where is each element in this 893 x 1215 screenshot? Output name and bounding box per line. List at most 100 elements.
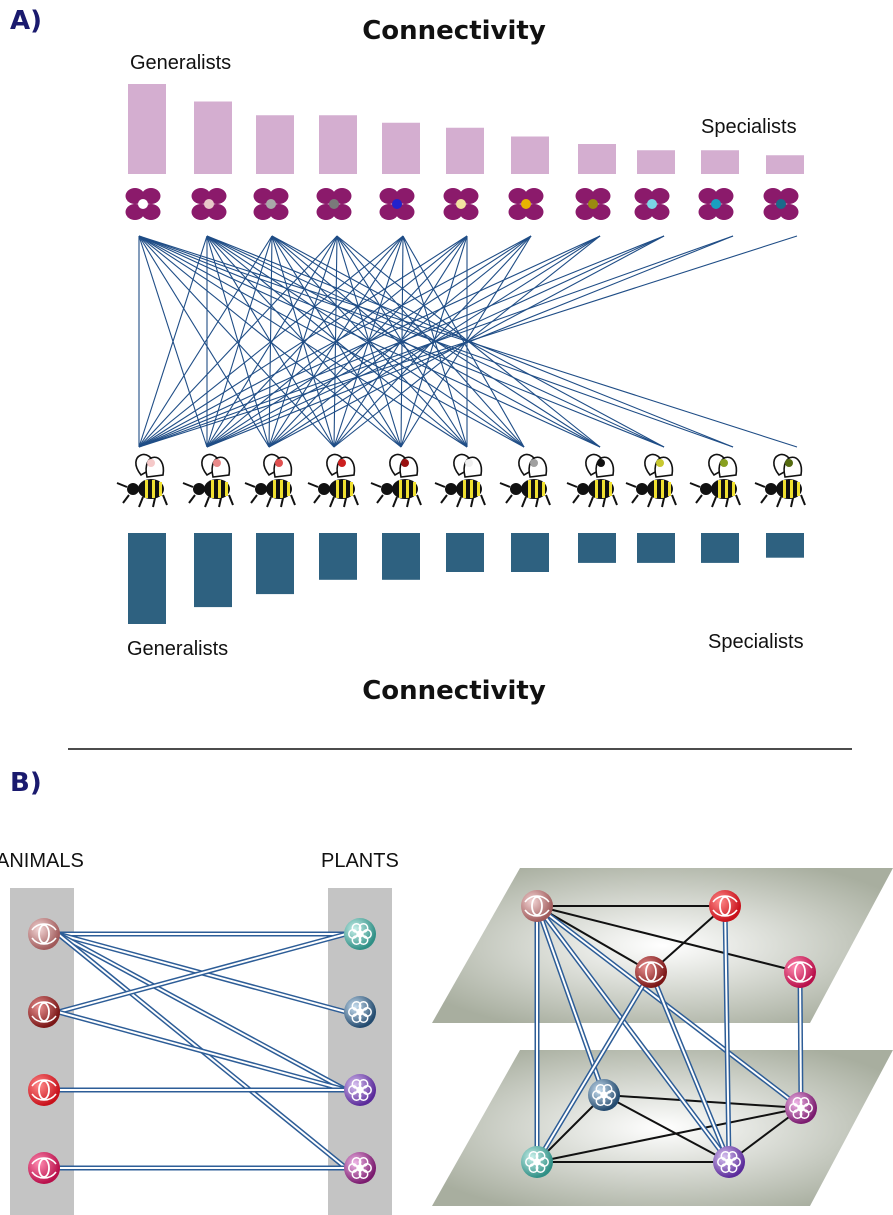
animal-node-icon [521,890,553,922]
animal-node-icon [784,956,816,988]
animal-generalists-label: Generalists [127,638,229,660]
interaction-link [138,235,208,448]
flower-icon [698,188,734,220]
flower-icon [316,188,352,220]
interaction-link [138,235,273,448]
interaction-link [138,235,798,448]
animals-column-label: ANIMALS [0,850,84,872]
flower-icon [575,188,611,220]
animal-bar [446,533,484,572]
animal-bar [194,533,232,608]
interlayer-link [648,971,732,1163]
animal-bar [511,533,549,572]
plant-node-icon [588,1079,620,1111]
animal-node-icon [28,996,60,1028]
plant-specialists-label: Specialists [701,116,797,138]
animal-node-icon [709,890,741,922]
interaction-link [402,235,525,448]
interaction-link [268,235,532,448]
plants-column-label: PLANTS [321,850,399,872]
animal-specialists-label: Specialists [708,631,804,653]
interaction-link [206,235,601,448]
bipartite-link [56,931,348,1093]
interaction-link [206,235,734,448]
bee-icon [370,453,422,508]
interaction-link [138,235,404,448]
flower-icon [634,188,670,220]
animal-node-icon [28,918,60,950]
animal-bar [382,533,420,580]
flower-icon [443,188,479,220]
plant-bar [194,101,232,174]
interaction-link [138,235,468,448]
interaction-link [206,235,404,448]
bee-icon [499,453,551,508]
interaction-link [206,235,338,448]
interlayer-link [722,905,732,1163]
plant-node-icon [344,996,376,1028]
plant-bar [766,155,804,174]
plant-bar [701,150,739,174]
bee-icon [116,453,168,508]
interaction-link [333,235,532,448]
multilayer-network [432,868,893,1206]
plant-bar [637,150,675,174]
interaction-link [138,235,338,448]
plant-node-icon [521,1146,553,1178]
plant-bar [319,115,357,174]
flower-icon [379,188,415,220]
flower-icon [508,188,544,220]
interlayer-link [534,905,607,1096]
interaction-link [138,235,665,448]
interlayer-link [535,904,803,1110]
plant-flower-row [125,188,799,220]
bee-icon [182,453,234,508]
flower-icon [763,188,799,220]
flower-icon [253,188,289,220]
plant-layer-edge [536,1107,802,1163]
bee-icon [244,453,296,508]
animal-bar [637,533,675,563]
bee-icon [625,453,677,508]
bee-icon [434,453,486,508]
animal-connectivity-title: Connectivity [362,676,546,706]
animal-bar [701,533,739,563]
bipartite-network [10,888,392,1215]
bipartite-link [57,1009,347,1093]
plant-node-icon [785,1092,817,1124]
bee-icon [689,453,741,508]
interaction-link [271,235,525,448]
interaction-link [138,235,525,448]
plant-node-icon [713,1146,745,1178]
animal-bar [319,533,357,580]
interlayer-link [535,904,731,1164]
animal-layer-edge [536,905,652,973]
bipartite-link [57,931,347,1015]
interaction-link [336,235,525,448]
animal-node-icon [28,1152,60,1184]
plant-node-icon [344,1152,376,1184]
bee-icon [754,453,806,508]
interaction-links [138,235,798,448]
animal-bar [578,533,616,563]
plant-layer-edge [603,1094,730,1163]
animal-bar [766,533,804,558]
interlayer-link [534,970,654,1164]
animal-node-icon [635,956,667,988]
interaction-link [206,235,273,448]
interlayer-link [797,971,804,1109]
plant-node-icon [344,918,376,950]
animal-bee-row [116,453,806,508]
plant-bar [511,136,549,174]
plant-bar [256,115,294,174]
plant-node-icon [344,1074,376,1106]
plant-connectivity-title: Connectivity [362,16,546,46]
plant-bar [446,127,484,174]
plant-bar [382,122,420,174]
animal-bar [128,533,166,624]
animal-connectivity-bars [128,533,804,624]
animal-bar [256,533,294,595]
flower-icon [191,188,227,220]
panel-b-label: B) [10,768,42,798]
